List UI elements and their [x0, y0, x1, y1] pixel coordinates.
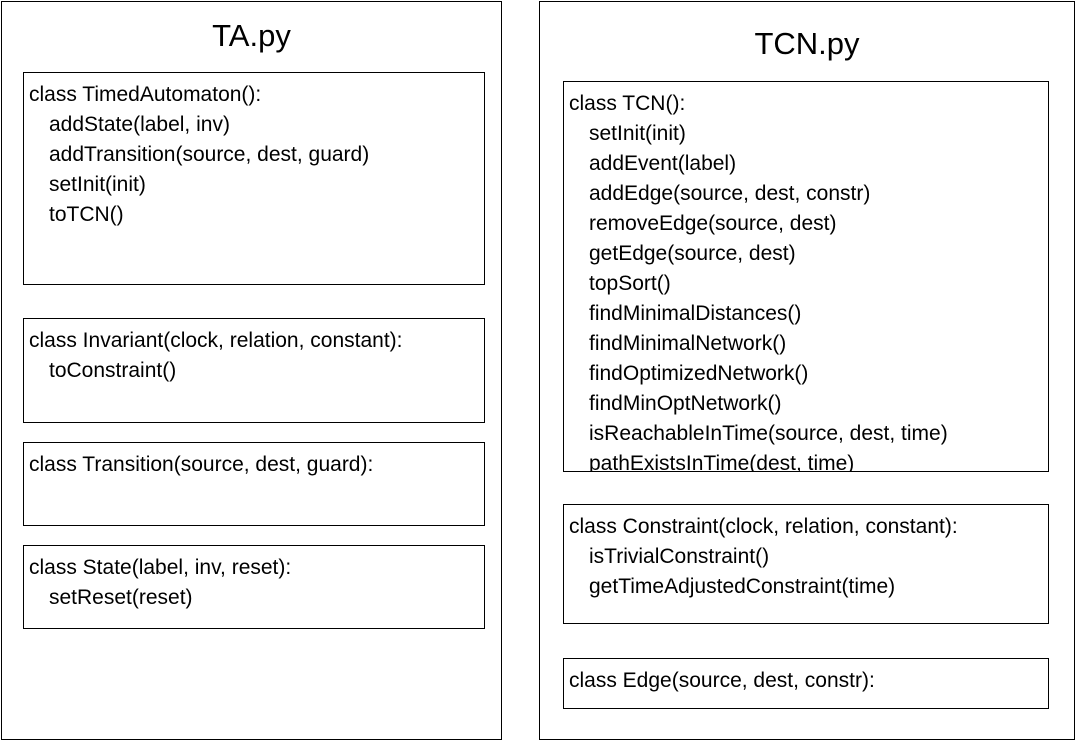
method-removeedge: removeEdge(source, dest) — [589, 212, 837, 235]
method-getedge: getEdge(source, dest) — [589, 242, 796, 265]
method-addedge: addEdge(source, dest, constr) — [589, 182, 871, 205]
method-findminoptnetwork: findMinOptNetwork() — [589, 392, 782, 415]
method-topsort: topSort() — [589, 272, 671, 295]
method-gettimeadjustedconstraint: getTimeAdjustedConstraint(time) — [589, 575, 896, 598]
method-addtransition: addTransition(source, dest, guard) — [49, 143, 370, 166]
method-findoptimizednetwork: findOptimizedNetwork() — [589, 362, 809, 385]
class-box-state: class State(label, inv, reset): setReset… — [23, 545, 485, 629]
class-box-tcn: class TCN(): setInit(init) addEvent(labe… — [563, 81, 1049, 472]
tcn-module-title: TCN.py — [754, 26, 860, 61]
method-isreachableintime: isReachableInTime(source, dest, time) — [589, 422, 948, 445]
method-addstate: addState(label, inv) — [49, 113, 230, 136]
ta-module-panel: TA.py class TimedAutomaton(): addState(l… — [1, 1, 502, 740]
ta-module-title: TA.py — [212, 18, 291, 53]
class-header-edge: class Edge(source, dest, constr): — [569, 669, 875, 692]
class-header-invariant: class Invariant(clock, relation, constan… — [29, 329, 403, 352]
class-header-timedautomaton: class TimedAutomaton(): — [29, 83, 262, 106]
class-header-state: class State(label, inv, reset): — [29, 556, 292, 579]
method-setinit: setInit(init) — [49, 173, 146, 196]
method-istrivialconstraint: isTrivialConstraint() — [589, 545, 770, 568]
tcn-module-panel: TCN.py class TCN(): setInit(init) addEve… — [539, 1, 1075, 740]
method-addevent: addEvent(label) — [589, 152, 737, 175]
method-setinit: setInit(init) — [589, 122, 686, 145]
class-box-timedautomaton: class TimedAutomaton(): addState(label, … — [23, 72, 485, 285]
class-box-invariant: class Invariant(clock, relation, constan… — [23, 318, 485, 423]
method-toconstraint: toConstraint() — [49, 359, 177, 382]
class-box-edge: class Edge(source, dest, constr): — [563, 658, 1049, 709]
class-header-transition: class Transition(source, dest, guard): — [29, 453, 374, 476]
class-box-transition: class Transition(source, dest, guard): — [23, 442, 485, 526]
method-pathexistsintime: pathExistsInTime(dest, time) — [589, 452, 855, 472]
class-box-constraint: class Constraint(clock, relation, consta… — [563, 504, 1049, 624]
method-findminimaldistances: findMinimalDistances() — [589, 302, 802, 325]
class-header-tcn: class TCN(): — [569, 92, 686, 115]
method-totcn: toTCN() — [49, 203, 124, 226]
class-header-constraint: class Constraint(clock, relation, consta… — [569, 515, 958, 538]
method-findminimalnetwork: findMinimalNetwork() — [589, 332, 787, 355]
method-setreset: setReset(reset) — [49, 586, 193, 609]
